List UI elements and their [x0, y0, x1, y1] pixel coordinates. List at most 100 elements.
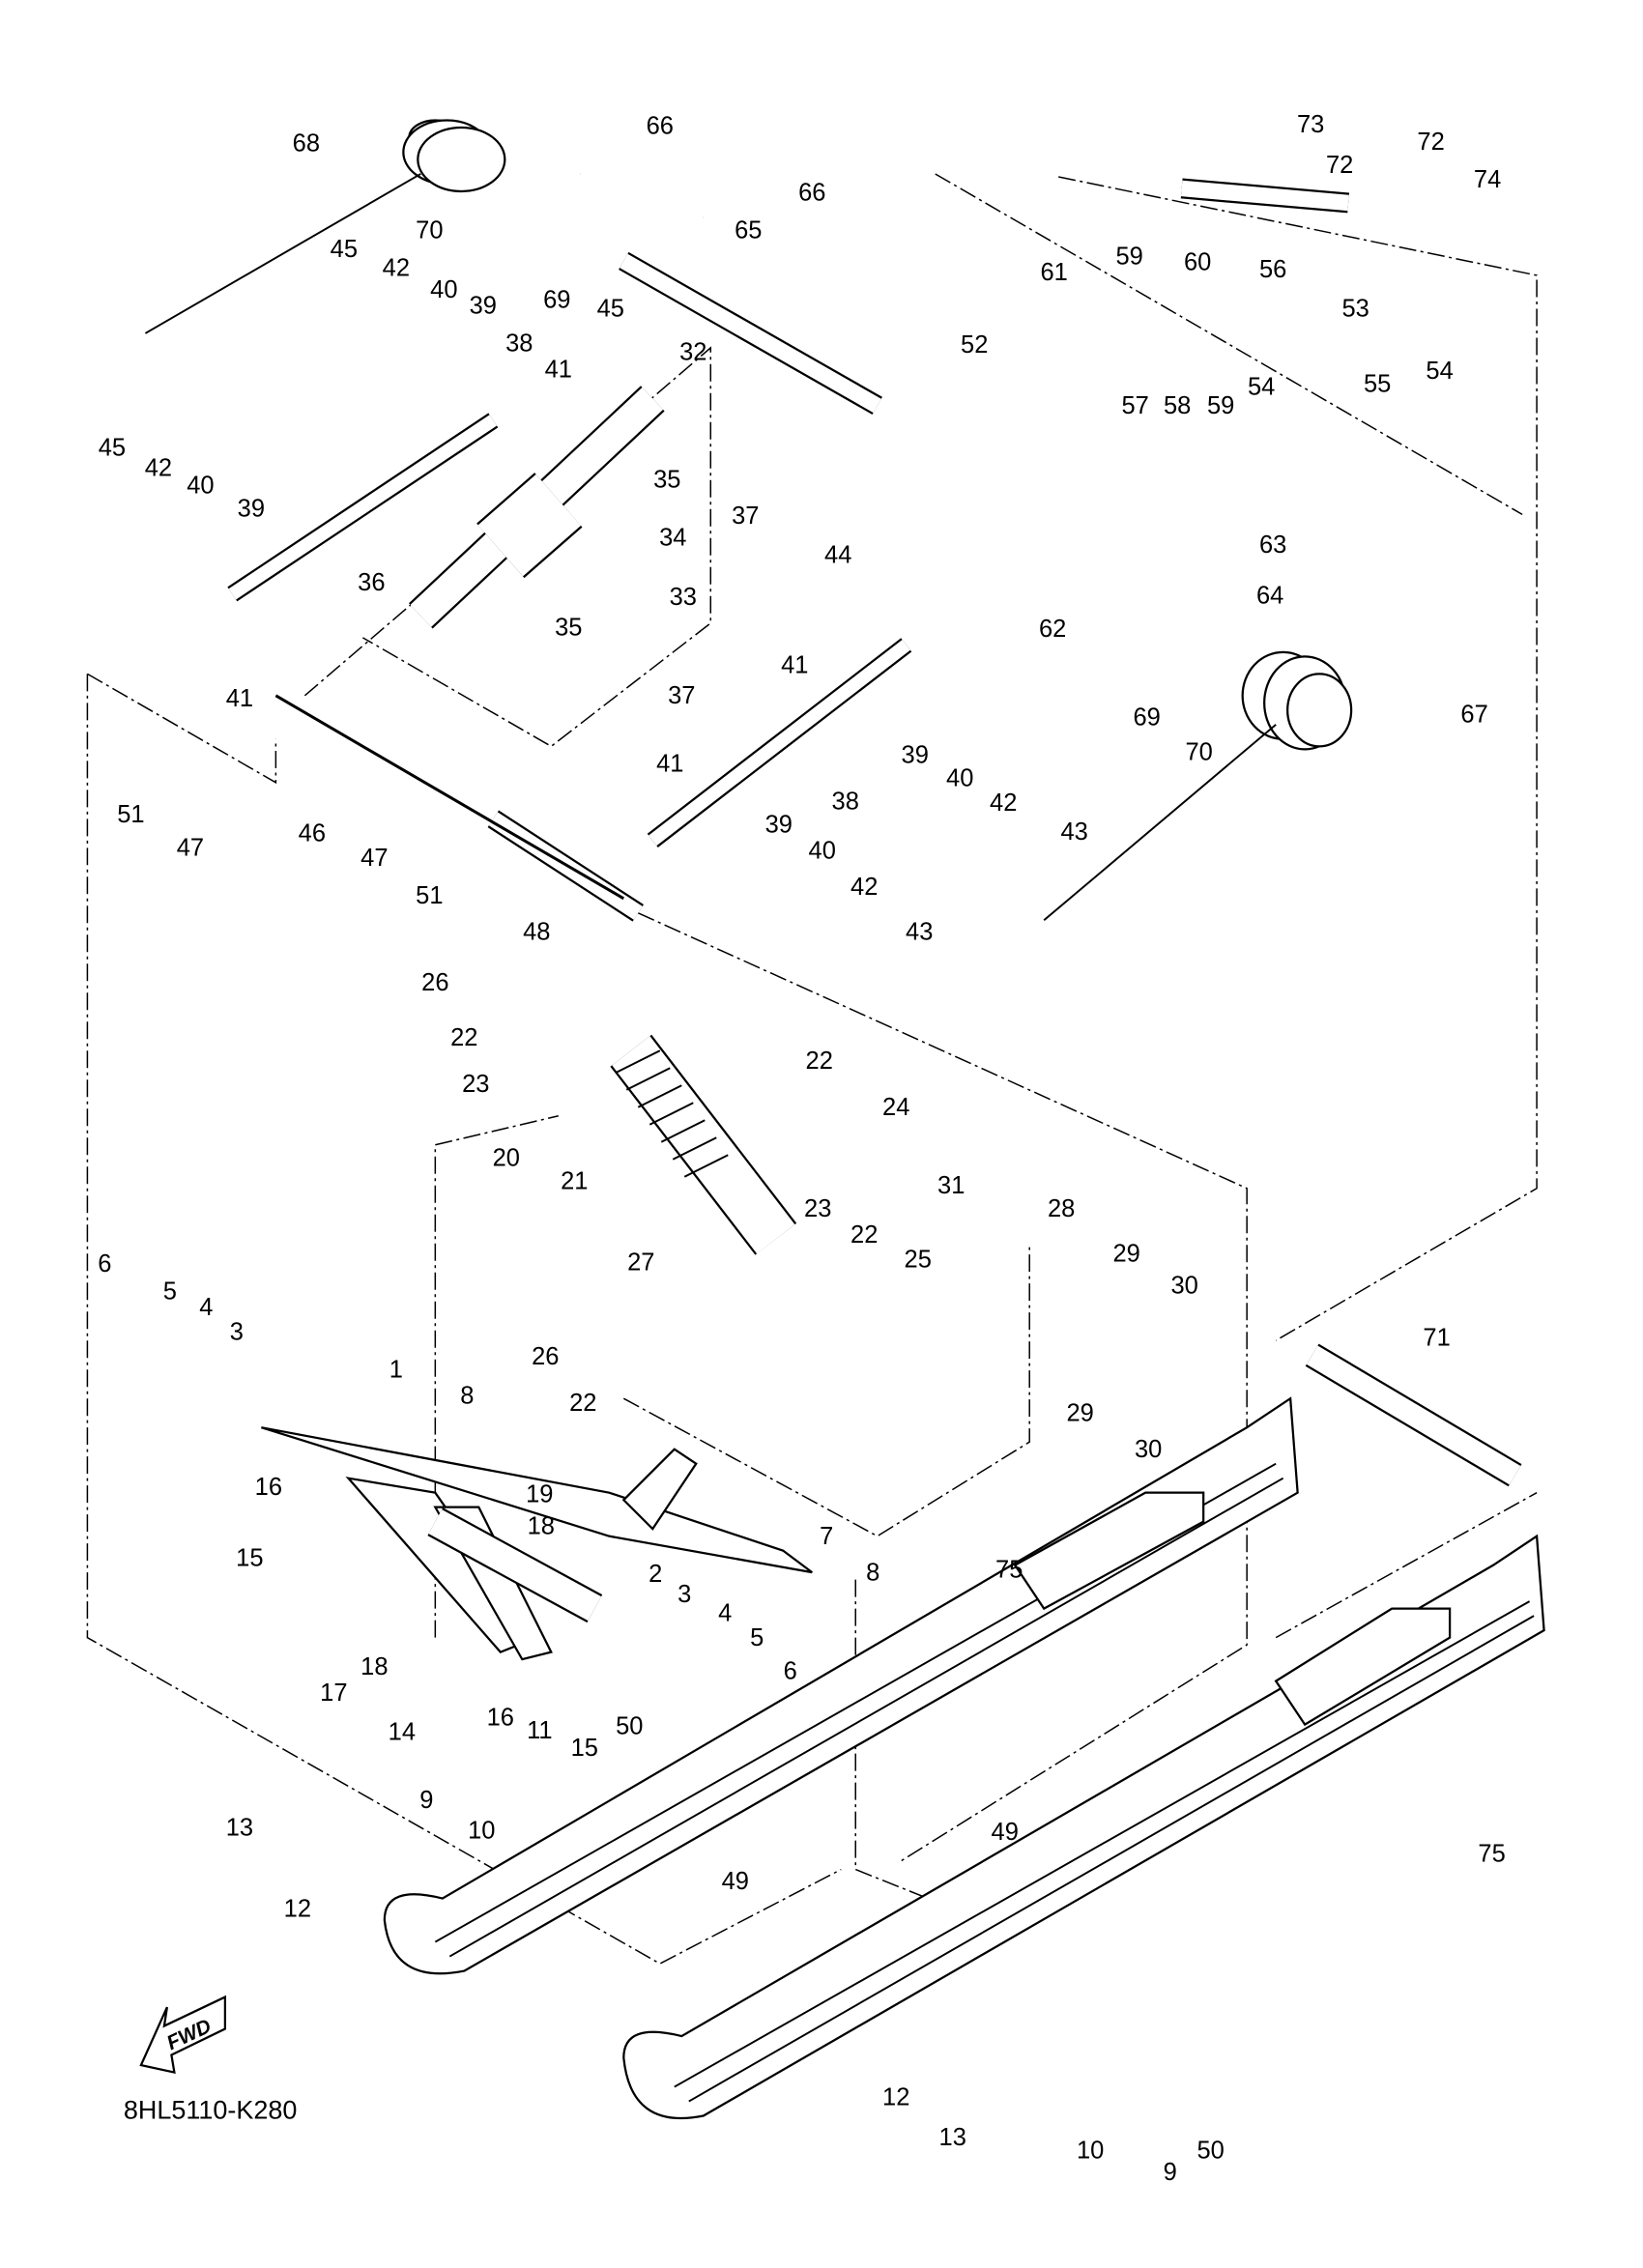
callout-label: 72	[1417, 129, 1444, 156]
callout-label: 3	[230, 1318, 244, 1345]
callout-label: 39	[238, 496, 265, 523]
callout-label: 65	[735, 217, 762, 244]
callout-label: 51	[416, 882, 443, 909]
callout-label: 38	[832, 789, 859, 816]
callout-label: 13	[226, 1814, 253, 1841]
callout-label: 49	[722, 1868, 749, 1895]
slide-rails	[383, 1396, 1545, 2120]
callout-label: 39	[765, 812, 793, 839]
callout-label: 9	[419, 1787, 433, 1814]
callout-label: 26	[532, 1343, 559, 1370]
callout-label: 70	[416, 217, 443, 244]
callout-label: 35	[653, 467, 680, 494]
callout-label: 47	[177, 835, 204, 862]
torsion-spring-right-67	[1043, 650, 1353, 922]
callout-label: 26	[421, 969, 448, 996]
callout-label: 66	[647, 113, 674, 140]
callout-label: 54	[1248, 374, 1275, 401]
callout-label: 4	[718, 1599, 732, 1626]
callout-label: 8	[460, 1382, 474, 1409]
callout-label: 15	[236, 1544, 263, 1571]
callout-label: 42	[850, 874, 878, 901]
callout-label: 8	[866, 1559, 879, 1586]
callout-label: 75	[1478, 1840, 1505, 1867]
callout-label: 22	[850, 1221, 878, 1249]
diagram-code: 8HL5110-K280	[124, 2096, 298, 2125]
callout-label: 54	[1426, 358, 1453, 385]
callout-label: 29	[1067, 1399, 1094, 1426]
callout-labels: 6866666570694542403938414532454240393634…	[98, 111, 1505, 2186]
callout-label: 23	[462, 1071, 489, 1098]
callout-label: 41	[781, 652, 808, 679]
callout-label: 68	[293, 130, 320, 158]
callout-label: 22	[569, 1390, 596, 1417]
callout-label: 11	[527, 1717, 552, 1744]
callout-label: 60	[1184, 249, 1211, 276]
callout-label: 20	[493, 1144, 520, 1171]
callout-label: 40	[809, 838, 836, 865]
callout-label: 46	[299, 820, 326, 847]
callout-label: 40	[187, 473, 214, 500]
callout-label: 61	[1041, 259, 1068, 286]
callout-label: 27	[627, 1249, 654, 1276]
callout-label: 18	[360, 1653, 388, 1680]
callout-label: 73	[1297, 111, 1324, 138]
callout-label: 69	[543, 287, 570, 314]
callout-label: 39	[470, 293, 497, 320]
callout-label: 58	[1164, 392, 1191, 419]
callout-label: 18	[528, 1512, 555, 1539]
callout-label: 42	[145, 455, 172, 482]
callout-label: 57	[1122, 392, 1149, 419]
callout-label: 75	[995, 1556, 1023, 1583]
callout-label: 14	[389, 1718, 416, 1745]
callout-label: 49	[992, 1819, 1019, 1846]
torsion-spring-left-68	[144, 119, 506, 334]
callout-label: 12	[284, 1895, 311, 1922]
callout-label: 10	[1077, 2138, 1104, 2165]
callout-label: 55	[1364, 371, 1391, 398]
callout-label: 22	[806, 1048, 833, 1075]
callout-label: 43	[906, 919, 933, 946]
callout-label: 38	[505, 330, 533, 358]
callout-label: 45	[597, 296, 624, 323]
shafts-and-arms	[227, 161, 1522, 1487]
callout-label: 69	[1133, 704, 1160, 732]
callout-label: 45	[99, 435, 126, 462]
callout-label: 17	[320, 1679, 347, 1707]
callout-label: 21	[561, 1167, 588, 1194]
callout-label: 39	[902, 742, 929, 769]
callout-label: 16	[487, 1704, 514, 1731]
callout-label: 59	[1207, 392, 1234, 419]
callout-label: 5	[750, 1624, 764, 1651]
callout-label: 41	[545, 357, 572, 384]
callout-label: 40	[430, 276, 457, 303]
callout-label: 41	[226, 685, 253, 712]
callout-label: 52	[961, 331, 988, 359]
callout-label: 25	[905, 1246, 932, 1273]
front-arm-assembly	[261, 1426, 813, 1661]
callout-label: 74	[1474, 166, 1501, 193]
callout-label: 34	[659, 525, 686, 552]
callout-label: 67	[1460, 702, 1487, 729]
callout-label: 50	[1196, 2138, 1224, 2165]
callout-label: 36	[358, 569, 385, 596]
callout-label: 28	[1048, 1195, 1075, 1222]
callout-label: 23	[804, 1195, 831, 1222]
callout-label: 9	[1164, 2159, 1177, 2186]
callout-label: 48	[523, 919, 550, 946]
callout-label: 35	[555, 615, 582, 642]
callout-label: 22	[450, 1024, 477, 1051]
callout-label: 19	[526, 1480, 553, 1507]
leaf-spring-coils	[144, 119, 1353, 922]
callout-label: 47	[360, 845, 388, 872]
callout-label: 45	[331, 236, 358, 263]
callout-label: 13	[939, 2124, 966, 2151]
callout-label: 30	[1135, 1436, 1162, 1463]
callout-label: 71	[1423, 1324, 1450, 1351]
callout-label: 6	[98, 1250, 111, 1278]
callout-label: 29	[1113, 1240, 1140, 1267]
callout-label: 56	[1259, 256, 1286, 283]
callout-label: 53	[1341, 296, 1369, 323]
frame-dash-lines	[86, 173, 1538, 1965]
